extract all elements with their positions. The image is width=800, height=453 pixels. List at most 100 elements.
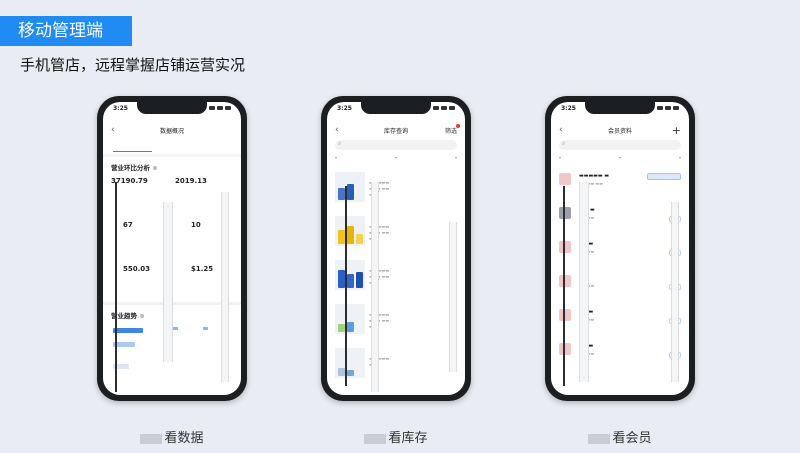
- member-item[interactable]: ▬▬ ▬▬▬▬: [559, 272, 681, 294]
- back-icon[interactable]: ‹: [559, 125, 563, 135]
- stat-item: 2019.13: [175, 176, 207, 186]
- member-item[interactable]: ▬▬▬ ▬▬▬▬: [559, 340, 681, 362]
- phone-screen: 3:25 ‹ 库存查询 筛选 ▬▬ ▬▬▬▬▬▬ ▬▬▬▬ ▬▬ ▬▬▬: [327, 102, 465, 395]
- filter-dropdown[interactable]: [455, 155, 457, 161]
- caption-data: 看数据: [97, 427, 247, 446]
- member-item[interactable]: ▬▬▬ ▬▬▬▬: [559, 238, 681, 260]
- trend-legend: [203, 327, 210, 332]
- member-tag: [647, 173, 681, 180]
- stat-value: $1.25: [191, 265, 214, 273]
- notch: [585, 102, 655, 114]
- stat-value: 37190.79: [111, 177, 148, 185]
- product-image: [335, 348, 365, 378]
- nav-title: 数据概况: [159, 127, 184, 135]
- filter-bar: [335, 155, 457, 161]
- trend-legend-swatch: [113, 328, 143, 333]
- glitch-edge: [563, 186, 565, 386]
- avatar: [559, 207, 571, 219]
- navbar: ‹ 库存查询 筛选: [327, 122, 465, 138]
- navbar: ‹ 数据概况: [103, 122, 241, 138]
- product-item[interactable]: ▬▬ ▬▬▬▬▬▬ ▬▬▬▬: [335, 214, 457, 254]
- status-icons: [209, 106, 231, 110]
- banner: 移动管理端: [0, 16, 132, 46]
- caption-blur: [588, 433, 611, 444]
- stat-item: $1.25: [191, 264, 213, 274]
- add-member-button[interactable]: +: [671, 123, 681, 137]
- filter-dropdown[interactable]: [559, 155, 561, 161]
- notification-dot: [456, 124, 460, 128]
- banner-title: 移动管理端: [18, 21, 103, 41]
- product-item[interactable]: ▬▬ ▬▬▬▬▬: [335, 346, 457, 386]
- date-segment: [113, 140, 231, 152]
- filter-bar: [559, 155, 681, 161]
- glitch-edge: [115, 182, 117, 392]
- product-item[interactable]: ▬▬ ▬▬▬▬▬▬ ▬▬▬▬: [335, 258, 457, 298]
- status-icons: [657, 106, 679, 110]
- stat-item: 550.03: [123, 264, 150, 274]
- segment-tab[interactable]: [192, 140, 231, 152]
- trend-legend: [173, 327, 180, 332]
- member-item[interactable]: ▬▬▬▬▬ ▬ ▬▬▬▬ ▬▬: [559, 170, 681, 192]
- phone-members: 3:25 ‹ 会员资料 + ▬▬▬▬▬ ▬ ▬▬▬▬ ▬▬ ▬▬ ▬ ▬▬▬▬: [545, 96, 695, 401]
- back-icon[interactable]: ‹: [111, 125, 115, 135]
- stat-item: 67: [123, 220, 133, 230]
- avatar: [559, 241, 571, 253]
- avatar: [559, 309, 571, 321]
- product-image: [335, 260, 365, 290]
- filter-button[interactable]: 筛选: [444, 127, 457, 135]
- caption-blur: [140, 433, 163, 444]
- glitch-strip: [163, 202, 173, 362]
- avatar: [559, 275, 571, 287]
- member-name: ▬▬▬▬▬ ▬: [579, 173, 609, 179]
- navbar: ‹ 会员资料 +: [551, 122, 689, 138]
- glitch-edge: [345, 186, 347, 386]
- glitch-strip: [671, 202, 679, 382]
- phone-screen: 3:25 ‹ 数据概况 营业环比分析 37190.79 2019.13 67: [103, 102, 241, 395]
- avatar: [559, 173, 571, 185]
- stat-value: 67: [123, 221, 133, 229]
- search-input[interactable]: [335, 139, 457, 150]
- segment-tab[interactable]: [113, 140, 153, 152]
- member-item[interactable]: ▬▬ ▬ ▬▬▬▬: [559, 204, 681, 226]
- filter-dropdown[interactable]: [335, 155, 337, 161]
- filter-dropdown[interactable]: [679, 155, 681, 161]
- phone-inventory: 3:25 ‹ 库存查询 筛选 ▬▬ ▬▬▬▬▬▬ ▬▬▬▬ ▬▬ ▬▬▬: [321, 96, 471, 401]
- product-item[interactable]: ▬▬ ▬▬▬▬▬▬ ▬▬▬▬: [335, 170, 457, 210]
- filter-dropdown[interactable]: [619, 155, 621, 161]
- caption-members: 看会员: [545, 427, 695, 446]
- avatar: [559, 343, 571, 355]
- stat-item: 10: [191, 220, 201, 230]
- status-icons: [433, 106, 455, 110]
- product-image: [335, 216, 365, 246]
- product-image: [335, 172, 365, 202]
- product-image: [335, 304, 365, 334]
- search-input[interactable]: [559, 139, 681, 150]
- member-meta: ▬▬▬▬ ▬▬: [579, 181, 603, 186]
- filter-dropdown[interactable]: [395, 155, 397, 161]
- glitch-strip: [449, 222, 457, 372]
- stat-value: 10: [191, 221, 201, 229]
- product-item[interactable]: ▬▬ ▬▬▬▬▬▬ ▬▬▬▬: [335, 302, 457, 342]
- status-time: 3:25: [561, 105, 576, 112]
- segment-tab[interactable]: [152, 140, 191, 152]
- caption-blur: [364, 433, 387, 444]
- stat-value: 550.03: [123, 265, 151, 273]
- trend-bar: [113, 364, 129, 369]
- page-subtitle: 手机管店，远程掌握店铺运营实况: [20, 56, 246, 74]
- glitch-strip: [371, 182, 379, 392]
- notch: [361, 102, 431, 114]
- phone-screen: 3:25 ‹ 会员资料 + ▬▬▬▬▬ ▬ ▬▬▬▬ ▬▬ ▬▬ ▬ ▬▬▬▬: [551, 102, 689, 395]
- member-item[interactable]: ▬▬▬ ▬▬▬▬: [559, 306, 681, 328]
- notch: [137, 102, 207, 114]
- caption-inventory: 看库存: [321, 427, 471, 446]
- stat-item: 37190.79: [111, 176, 148, 186]
- back-icon[interactable]: ‹: [335, 125, 339, 135]
- section-title-compare: 营业环比分析: [111, 162, 157, 172]
- glitch-strip: [221, 192, 229, 382]
- divider: [103, 154, 241, 157]
- nav-title: 库存查询: [383, 127, 408, 135]
- stat-value: 2019.13: [175, 177, 207, 185]
- trend-bar: [113, 342, 135, 347]
- section-title-trend: 营业趋势: [111, 310, 144, 320]
- glitch-strip: [579, 182, 589, 382]
